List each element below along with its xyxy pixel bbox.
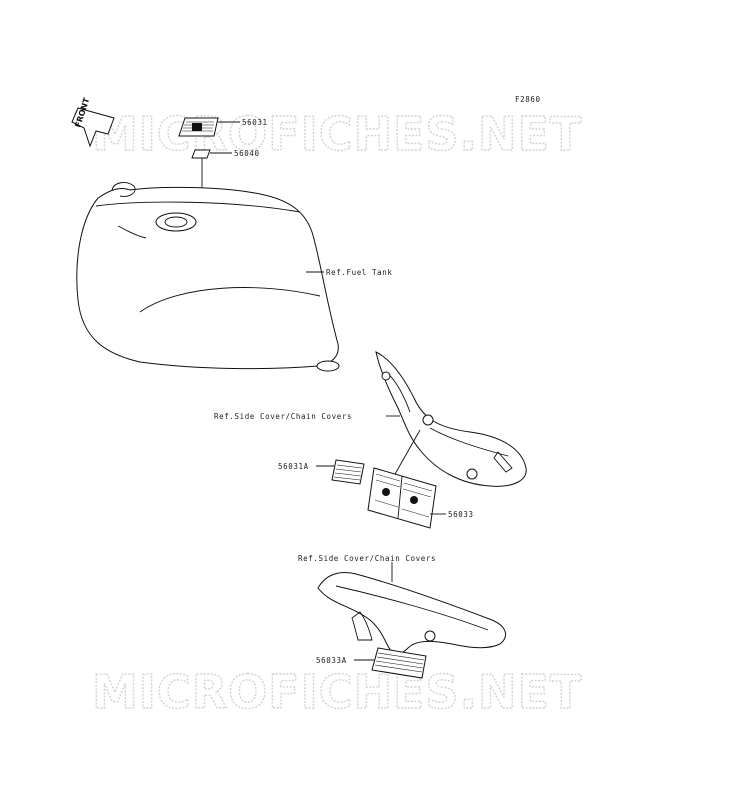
fuel-tank (76, 182, 340, 372)
side-cover (375, 351, 527, 487)
chain-cover (317, 572, 507, 655)
part-56033a-label: 56033A (316, 656, 347, 665)
watermark-bottom: MICROFICHES.NET (92, 665, 582, 719)
figure-code: F2860 (515, 95, 541, 104)
watermark-top: MICROFICHES.NET (92, 107, 582, 161)
part-56031-label: 56031 (242, 118, 268, 127)
decal-56031a (331, 459, 365, 485)
fuel-tank-label: Ref.Fuel Tank (326, 268, 393, 277)
decal-56031 (178, 117, 219, 137)
part-56031a-label: 56031A (278, 462, 309, 471)
part-56040-label: 56040 (234, 149, 260, 158)
decal-56033a (371, 647, 427, 679)
side-cover-label-1: Ref.Side Cover/Chain Covers (214, 412, 352, 421)
decal-56040 (191, 149, 211, 159)
decal-56033 (367, 467, 437, 529)
part-56033-label: 56033 (448, 510, 474, 519)
side-cover-label-2: Ref.Side Cover/Chain Covers (298, 554, 436, 563)
